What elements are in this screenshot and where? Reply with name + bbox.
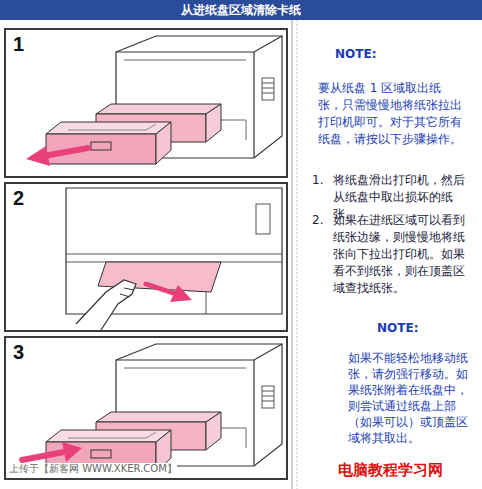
note-text: 要从纸盘 1 区域取出纸张，只需慢慢地将纸张拉出打印机即可。对于其它所有纸盘，请…	[318, 80, 462, 148]
drawing-part	[170, 285, 192, 302]
step-number: 2.	[312, 212, 323, 229]
step-panel: 3	[4, 336, 288, 480]
drawing-part	[76, 280, 136, 330]
drawing-part	[26, 146, 50, 166]
callout-number: 2	[13, 187, 24, 209]
tray-out-figure	[26, 36, 282, 166]
drawing-part	[292, 20, 293, 489]
drawing-part	[62, 442, 82, 462]
drawing-part	[297, 20, 298, 489]
watermark: 电脑教程学习网	[338, 461, 443, 479]
note-text: 如果不能轻松地移动纸张，请勿强行移动。如果纸张附着在纸盘中，则尝试通过纸盘上部（…	[348, 350, 474, 446]
drawing-part	[22, 452, 64, 460]
title-text: 从进纸盘区域清除卡纸	[0, 0, 482, 20]
watermark: 上传于【新客网 WWW.XKER.COM】	[9, 463, 177, 475]
drawing-part	[46, 36, 282, 164]
pull-paper-figure	[66, 188, 282, 330]
drawing-part	[146, 284, 176, 294]
title-band: 从进纸盘区域清除卡纸	[0, 0, 482, 20]
tray-in-figure	[22, 344, 282, 472]
note-heading: NOTE:	[335, 46, 376, 63]
step-panel: 1	[4, 28, 288, 178]
step-number: 1.	[312, 172, 323, 189]
callout-number: 1	[13, 33, 24, 55]
callout-number: 3	[13, 341, 24, 363]
step-text: 如果在进纸区域可以看到纸张边缘，则慢慢地将纸张向下拉出打印机。如果看不到纸张，则…	[333, 212, 471, 297]
note-heading: NOTE:	[377, 320, 418, 337]
step-panel: 2	[4, 182, 288, 332]
drawing-part	[46, 344, 282, 472]
drawing-part	[120, 288, 134, 297]
drawing-part	[44, 148, 88, 156]
drawing-part	[66, 188, 282, 314]
drawing-part	[256, 204, 270, 234]
